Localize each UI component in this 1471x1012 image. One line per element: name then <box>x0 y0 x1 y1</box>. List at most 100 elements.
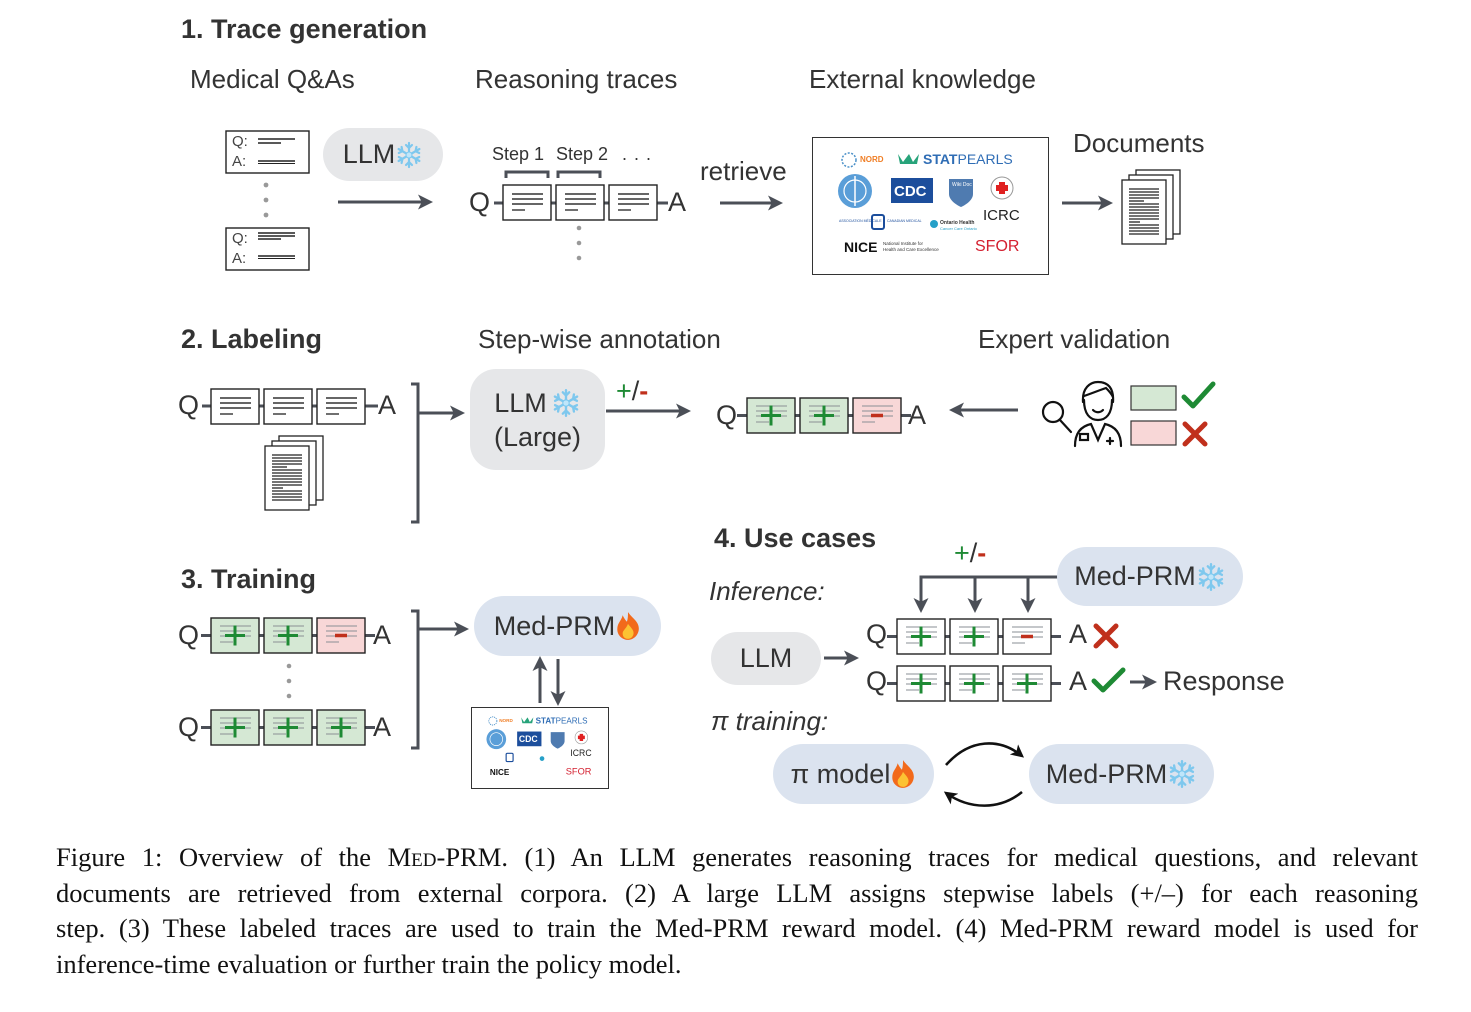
documents-label: Documents <box>1073 128 1205 158</box>
negative-step-box <box>852 397 902 434</box>
trace-answer-label: A <box>908 400 927 430</box>
med-prm-inference-pill: Med-PRM <box>1057 547 1243 606</box>
qa-a-label: A: <box>232 250 247 267</box>
svg-text:STATPEARLS: STATPEARLS <box>923 151 1013 167</box>
svg-text:CANADIAN MEDICAL: CANADIAN MEDICAL <box>887 219 922 223</box>
llm-size-label: (Large) <box>493 421 582 452</box>
caption-line: inference-time evaluation or further tra… <box>56 949 682 980</box>
svg-text:NORD: NORD <box>499 718 513 723</box>
column-label-reasoning-traces: Reasoning traces <box>475 64 678 94</box>
caption-text: Figure 1: Overview of the <box>56 842 388 872</box>
caption-text: . (1) An LLM generates reasoning traces … <box>501 842 1418 872</box>
retrieve-label: retrieve <box>700 156 787 186</box>
trace-answer-label: A <box>373 712 392 742</box>
labeling-trace <box>202 388 378 425</box>
cross-icon <box>1093 623 1119 649</box>
caption-model-name: Med-PRM <box>387 842 502 872</box>
icrc-logo: ICRC <box>983 176 1020 224</box>
snowflake-icon <box>397 141 421 168</box>
snowflake-icon <box>553 388 579 417</box>
negative-step-box <box>316 617 366 654</box>
trace-question-label: Q <box>178 390 200 420</box>
documents-icon <box>1121 169 1181 245</box>
trace-question-label: Q <box>469 187 491 217</box>
training-traces <box>201 617 375 746</box>
trace-question-label: Q <box>716 400 738 430</box>
external-knowledge-sources: NORD STATPEARLS CDC Wiki Doc ICRC ASSOCI… <box>812 137 1049 275</box>
expert-doctor-icon <box>1041 380 1123 448</box>
positive-step-box <box>263 709 313 746</box>
caption-line: Figure 1: Overview of the Med-PRM. (1) A… <box>56 840 1418 876</box>
check-icon <box>1091 667 1126 693</box>
trace-answer-label: A <box>378 390 397 420</box>
sfor-logo: SFOR <box>975 238 1019 255</box>
trace-question-label: Q <box>178 620 200 650</box>
trace-answer-label: A <box>668 187 687 217</box>
step-bracket-1 <box>504 170 550 178</box>
positive-step-box <box>799 397 849 434</box>
med-prm-label: Med-PRM <box>1045 758 1168 789</box>
step-2-label: Step 2 <box>556 144 609 164</box>
positive-step-box <box>896 618 946 655</box>
plus-minus-label: +/- <box>616 376 648 407</box>
svg-text:NORD: NORD <box>860 155 884 164</box>
snowflake-icon <box>1198 562 1224 591</box>
positive-step-box <box>263 617 313 654</box>
trace-question-label: Q <box>178 712 200 742</box>
svg-text:ICRC: ICRC <box>570 748 591 758</box>
llm-label: LLM <box>494 387 547 418</box>
svg-text:National Institute for: National Institute for <box>883 241 924 246</box>
response-label: Response <box>1163 666 1285 696</box>
svg-text:CDC: CDC <box>894 183 927 200</box>
cross-icon <box>1182 421 1208 447</box>
med-prm-label: Med-PRM <box>1074 561 1196 591</box>
minus-label: - <box>639 376 649 406</box>
external-knowledge-sources-small: NORD STATPEARLS CDC ICRC NICE SFOR <box>471 707 609 789</box>
qa-a-label: A: <box>232 153 247 170</box>
llm-large-pill: LLM (Large) <box>470 369 605 470</box>
wikidoc-logo: Wiki Doc <box>949 179 973 207</box>
svg-text:ICRC: ICRC <box>983 207 1020 224</box>
med-prm-label: Med-PRM <box>493 610 616 641</box>
section-title-training: 3. Training <box>181 564 317 594</box>
reasoning-trace <box>494 170 668 261</box>
column-label-medical-qa: Medical Q&As <box>190 64 355 94</box>
knowledge-logos: NORD STATPEARLS CDC ICRC NICE SFOR <box>486 716 592 777</box>
positive-step-box <box>1002 665 1052 702</box>
minus-label: - <box>977 538 987 568</box>
positive-step-box <box>949 665 999 702</box>
snowflake-icon <box>1169 759 1195 789</box>
vertical-ellipsis <box>263 182 269 218</box>
valid-swatch <box>1130 385 1177 411</box>
knowledge-logos: NORD STATPEARLS CDC Wiki Doc ICRC ASSOCI… <box>838 151 1020 255</box>
caption-line: documents are retrieved from external co… <box>56 877 1418 908</box>
caption-line: step. (3) These labeled traces are used … <box>56 913 1418 944</box>
bracket-training <box>411 609 420 750</box>
svg-text:SFOR: SFOR <box>975 238 1019 255</box>
cycle-arrow-back <box>943 790 1023 807</box>
svg-text:CDC: CDC <box>519 734 538 744</box>
slash-label: / <box>631 376 640 406</box>
qa-q-label: Q: <box>232 230 248 247</box>
llm-pill: LLM <box>711 632 821 685</box>
invalid-swatch <box>1130 420 1177 446</box>
trace-question-label: Q <box>866 666 888 696</box>
vertical-ellipsis <box>286 663 292 699</box>
svg-text:NICE: NICE <box>844 239 877 255</box>
section-title-trace-generation: 1. Trace generation <box>181 14 428 44</box>
step-box <box>608 184 658 221</box>
pi-training-label: π training: <box>711 706 829 736</box>
qa-q-label: Q: <box>232 133 248 150</box>
positive-step-box <box>746 397 796 434</box>
cdc-logo: CDC <box>891 178 933 203</box>
trace-answer-label: A <box>373 620 392 650</box>
trace-answer-label: A <box>1069 666 1088 696</box>
column-label-step-wise-annotation: Step-wise annotation <box>478 324 721 354</box>
trace-answer-label: A <box>1069 619 1088 649</box>
svg-text:Wiki Doc: Wiki Doc <box>952 182 972 188</box>
pi-model-label: π model <box>790 758 891 789</box>
step-bracket-2 <box>556 170 602 178</box>
positive-step-box <box>316 709 366 746</box>
